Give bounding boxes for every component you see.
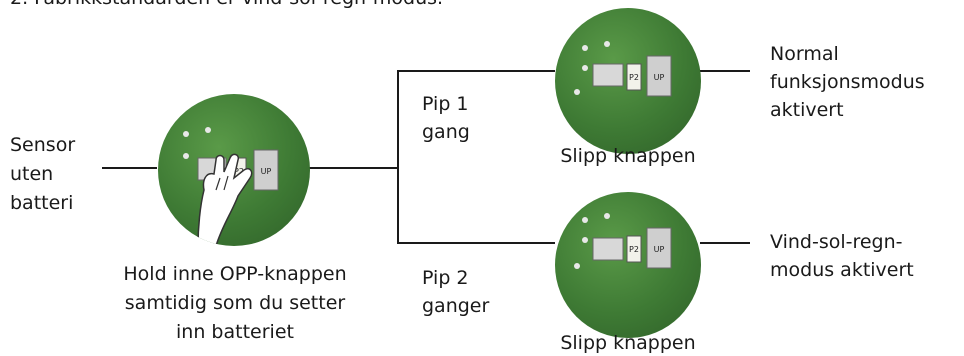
board-p2-text: P2	[234, 167, 244, 176]
branch-top-line	[397, 70, 555, 72]
release-button-label-bottom: Slipp knappen	[560, 332, 696, 354]
result-wind-sun-rain-mode: Vind-sol-regn- modus aktivert	[770, 231, 914, 281]
result-normal-mode: Normal funksjonsmodus aktivert	[770, 43, 925, 121]
board-hold-image: P2 UP	[158, 94, 310, 246]
beep-twice-label: Pip 2 ganger	[422, 267, 490, 317]
board-p2-text: P2	[629, 73, 639, 82]
connector-hold-out	[308, 167, 398, 169]
connector-start	[102, 167, 157, 169]
connector-bottom-result	[700, 242, 750, 244]
release-button-label-top: Slipp knappen	[560, 145, 696, 167]
board-up-text: UP	[654, 73, 665, 82]
branch-vertical	[397, 70, 399, 244]
board-up-text: UP	[261, 167, 272, 176]
start-label: Sensor uten batteri	[10, 134, 76, 214]
beep-once-label: Pip 1 gang	[422, 93, 470, 143]
board-release-bottom-image: P2 UP	[555, 192, 701, 338]
board-release-top-image: P2 UP	[555, 8, 701, 154]
header-note: 2. Fabrikkstandarden er vind-sol-regn-mo…	[10, 0, 443, 9]
pressing-hand-icon	[197, 153, 253, 246]
connector-top-result	[700, 70, 750, 72]
hold-caption: Hold inne OPP-knappen samtidig som du se…	[123, 263, 347, 343]
board-p2-text: P2	[629, 245, 639, 254]
board-up-text: UP	[654, 245, 665, 254]
branch-bottom-line	[397, 242, 555, 244]
